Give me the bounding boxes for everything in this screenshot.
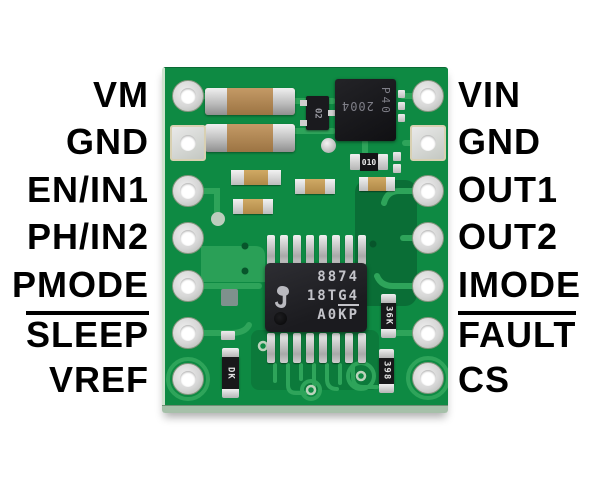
- through-hole-imode: [412, 270, 444, 302]
- mosfet: 2004 P40: [335, 79, 396, 141]
- pin-label-gnd-right: GND: [458, 121, 541, 162]
- grey-square-marker: [221, 289, 238, 306]
- capacitor-1: [205, 88, 295, 115]
- pin1-indicator-dot: [274, 312, 287, 325]
- resistor-398: 398: [379, 349, 394, 393]
- through-hole-out1: [412, 175, 444, 207]
- pin-row: CS: [458, 356, 600, 404]
- pcb-bottom-edge: [162, 405, 448, 413]
- pin-label-sleep: SLEEP: [25, 311, 149, 353]
- pin-label-vref: VREF: [48, 359, 149, 400]
- left-pin-labels: VM GND EN/IN1 PH/IN2 PMODE SLEEP VREF: [0, 71, 152, 409]
- pin-label-out2: OUT2: [458, 216, 559, 257]
- pin-row: OUT2: [458, 213, 600, 261]
- resistor-36k-marking: 36K: [383, 306, 394, 326]
- pin-label-pmode: PMODE: [11, 264, 149, 305]
- solder-pad: [350, 154, 360, 170]
- through-hole-cs: [412, 362, 444, 394]
- through-hole-en-in1: [172, 175, 204, 207]
- driver-ic-body: 8874 18TG4 A0KP: [265, 263, 367, 332]
- pcb-board: 02 2004 P40 010: [162, 67, 448, 413]
- sot23-transistor: 02: [300, 96, 335, 130]
- pin-row: VREF: [0, 356, 152, 404]
- ic-marking-line1: 8874: [317, 269, 359, 285]
- ic-marking-line2: 18TG4: [306, 287, 359, 306]
- solder-pad: [398, 90, 405, 98]
- pin-label-vm: VM: [93, 74, 149, 115]
- through-hole-out2: [412, 222, 444, 254]
- pin-row: FAULT: [458, 308, 600, 356]
- pin-row: SLEEP: [0, 308, 152, 356]
- pin-label-ph-in2: PH/IN2: [26, 216, 149, 257]
- through-hole-ph-in2: [172, 222, 204, 254]
- mosfet-side-marking: P40: [379, 87, 392, 116]
- solder-pad: [398, 114, 405, 122]
- chip-resistor: [359, 177, 395, 191]
- pin-label-en-in1: EN/IN1: [26, 169, 149, 210]
- driver-ic: 8874 18TG4 A0KP: [265, 235, 367, 363]
- resistor-dk: DK: [222, 348, 239, 398]
- pin-row: EN/IN1: [0, 166, 152, 214]
- through-hole-gnd-right: [410, 125, 446, 161]
- resistor-36k: 36K: [381, 294, 396, 338]
- pin-row: VIN: [458, 71, 600, 119]
- mosfet-marking: 2004: [341, 99, 374, 113]
- resistor-398-marking: 398: [381, 361, 392, 381]
- solder-blob: [321, 138, 336, 153]
- resistor-010-marking: 010: [360, 153, 378, 171]
- pin-row: OUT1: [458, 166, 600, 214]
- sot23-marking: 02: [312, 107, 323, 119]
- through-hole-vref: [172, 363, 204, 395]
- chip-resistor: [231, 170, 281, 185]
- through-hole-pmode: [172, 270, 204, 302]
- pin-label-out1: OUT1: [458, 169, 559, 210]
- ic-marking-line3: A0KP: [317, 306, 359, 323]
- pin-row: IMODE: [458, 261, 600, 309]
- solder-pad: [398, 102, 405, 110]
- through-hole-vin: [412, 80, 444, 112]
- chip-resistor: [295, 179, 335, 194]
- pin-row: GND: [0, 118, 152, 166]
- pin-label-imode: IMODE: [458, 264, 582, 305]
- pin-label-gnd-left: GND: [66, 121, 149, 162]
- capacitor-2: [205, 124, 295, 152]
- pin-row: VM: [0, 71, 152, 119]
- resistor-dk-marking: DK: [225, 366, 236, 380]
- pcb-surface: 02 2004 P40 010: [162, 67, 448, 405]
- pin-label-cs: CS: [458, 359, 511, 400]
- solder-pad: [393, 152, 401, 161]
- pin-label-vin: VIN: [458, 74, 522, 115]
- solder-pad: [393, 164, 401, 173]
- right-pin-labels: VIN GND OUT1 OUT2 IMODE FAULT CS: [458, 71, 600, 409]
- through-hole-sleep: [172, 317, 204, 349]
- pin-label-fault: FAULT: [458, 311, 577, 353]
- pin-row: PMODE: [0, 261, 152, 309]
- resistor-010: 010: [350, 153, 388, 171]
- pin-row: GND: [458, 118, 600, 166]
- through-hole-gnd-left: [170, 125, 206, 161]
- pcb-vias: [211, 212, 377, 396]
- chip-resistor: [233, 199, 273, 214]
- ic-markings: 8874 18TG4 A0KP: [307, 268, 359, 325]
- through-hole-vm: [172, 80, 204, 112]
- through-hole-fault: [412, 317, 444, 349]
- solder-pad: [378, 154, 388, 170]
- pin-row: PH/IN2: [0, 213, 152, 261]
- ti-logo-icon: [273, 285, 291, 314]
- solder-pad: [221, 331, 235, 340]
